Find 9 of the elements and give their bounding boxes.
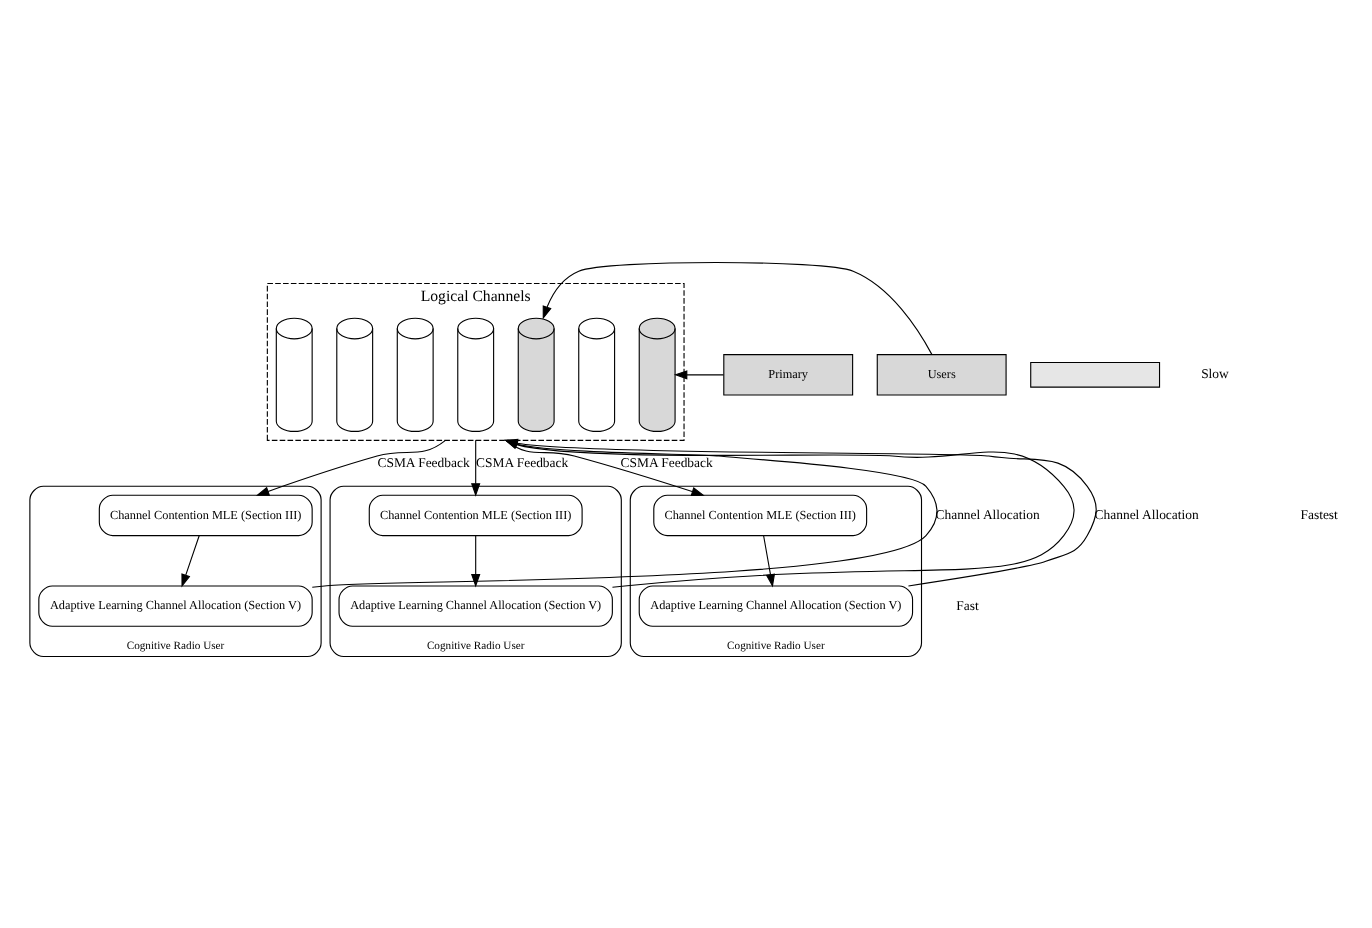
arrow xyxy=(471,439,481,497)
node-box xyxy=(1030,361,1161,388)
arrow xyxy=(673,370,725,380)
arrow xyxy=(471,535,481,588)
arrow xyxy=(181,535,200,588)
arrow xyxy=(542,261,933,356)
cluster: Logical Channels xyxy=(266,283,685,441)
arrow xyxy=(763,535,776,588)
arrow xyxy=(255,439,446,496)
